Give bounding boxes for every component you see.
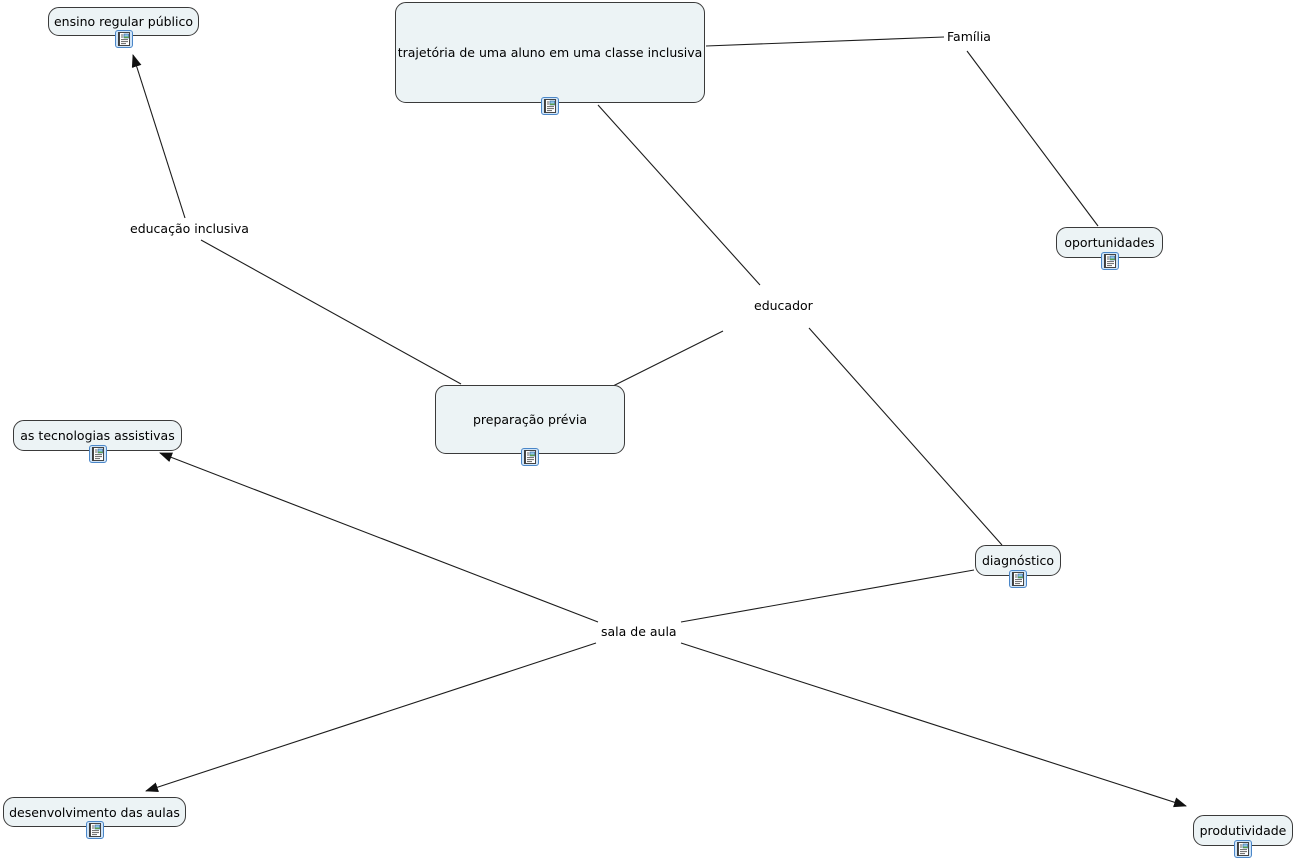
document-icon xyxy=(117,32,130,46)
document-icon xyxy=(91,447,104,461)
connection-educador-preparacao[interactable] xyxy=(612,330,724,387)
linking-phrase-label: Família xyxy=(947,29,991,44)
resource-icon[interactable] xyxy=(541,97,559,115)
linking-phrase-label: sala de aula xyxy=(601,624,677,639)
document-icon xyxy=(1237,842,1249,856)
linking-phrase-label: educador xyxy=(754,298,813,313)
connection-familia-oportunidades[interactable] xyxy=(966,50,1099,227)
document-icon xyxy=(544,99,556,113)
document-icon xyxy=(524,450,536,464)
concept-diagnostico[interactable]: diagnóstico xyxy=(975,545,1061,588)
linking-phrase-sala-de-aula[interactable]: sala de aula xyxy=(601,624,677,639)
linking-phrase-educador[interactable]: educador xyxy=(754,298,813,313)
resource-icon[interactable] xyxy=(1100,252,1119,270)
connection-sala-desenvolvimento[interactable] xyxy=(145,642,597,793)
connection-diagnostico-sala[interactable] xyxy=(680,569,975,623)
concept-produtividade[interactable]: produtividade xyxy=(1193,815,1293,858)
linking-phrase-educacao-inclusiva[interactable]: educação inclusiva xyxy=(130,221,249,236)
concept-tecnologias-assistivas[interactable]: as tecnologias assistivas xyxy=(13,420,182,463)
concept-label: desenvolvimento das aulas xyxy=(9,804,180,820)
concept-label: oportunidades xyxy=(1064,235,1155,250)
concept-label: ensino regular público xyxy=(53,14,194,29)
resource-icon[interactable] xyxy=(521,448,539,466)
document-icon xyxy=(1103,254,1116,268)
connection-trajetoria-educador[interactable] xyxy=(597,104,761,286)
document-icon xyxy=(88,823,101,837)
linking-phrase-label: educação inclusiva xyxy=(130,221,249,236)
concept-label: as tecnologias assistivas xyxy=(20,428,175,443)
resource-icon[interactable] xyxy=(1009,570,1027,588)
connection-educacao-inclusiva-ensino[interactable] xyxy=(131,54,186,219)
document-icon xyxy=(1012,572,1024,586)
connection-sala-tecnologias[interactable] xyxy=(159,452,599,623)
resource-icon[interactable] xyxy=(85,821,104,839)
resource-icon[interactable] xyxy=(114,30,133,48)
concept-trajetoria-aluno-classe-inclusiva[interactable]: trajetória de uma aluno em uma classe in… xyxy=(395,2,705,115)
concept-label: diagnóstico xyxy=(982,553,1054,568)
concept-label: produtividade xyxy=(1199,823,1287,838)
resource-icon[interactable] xyxy=(88,445,107,463)
concept-ensino-regular-publico[interactable]: ensino regular público xyxy=(48,7,199,48)
linking-phrase-familia[interactable]: Família xyxy=(947,29,991,44)
connection-educador-diagnostico[interactable] xyxy=(808,327,1003,546)
connection-educacao-inclusiva-preparacao[interactable] xyxy=(200,239,462,385)
concept-preparacao-previa[interactable]: preparação prévia xyxy=(435,385,625,466)
connection-trajetoria-familia[interactable] xyxy=(705,36,945,47)
resource-icon[interactable] xyxy=(1234,840,1252,858)
concept-label: trajetória de uma aluno em uma classe in… xyxy=(397,45,703,60)
concept-desenvolvimento-das-aulas[interactable]: desenvolvimento das aulas xyxy=(3,797,186,839)
concept-label: preparação prévia xyxy=(472,412,588,427)
concept-oportunidades[interactable]: oportunidades xyxy=(1056,227,1163,270)
connection-sala-produtividade[interactable] xyxy=(680,642,1187,808)
